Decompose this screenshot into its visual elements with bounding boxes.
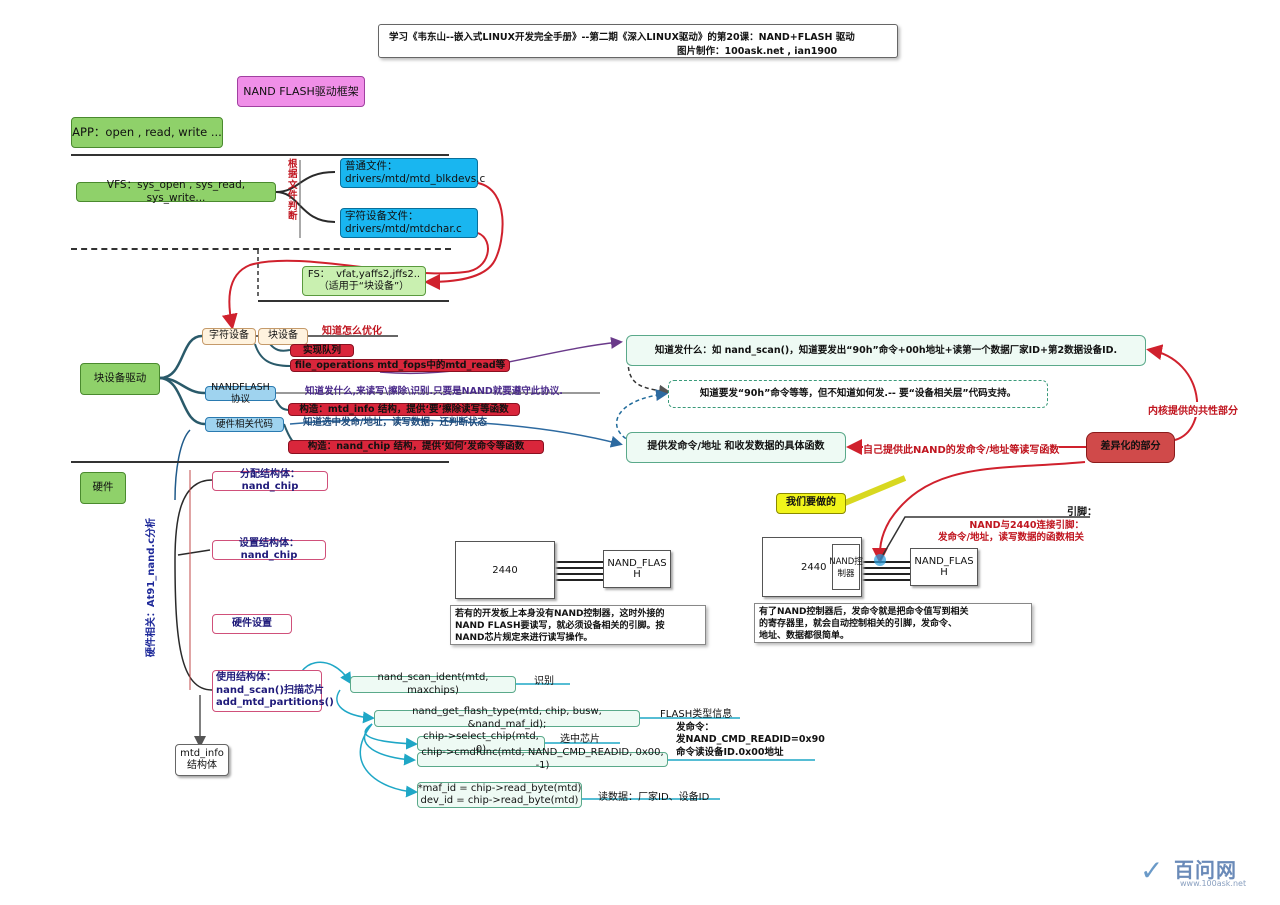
hw-code-node: 硬件相关代码 bbox=[205, 417, 284, 432]
hw-setup-node: 硬件设置 bbox=[212, 614, 292, 634]
at91-label: 硬件相关：At91_nand.c分析 bbox=[146, 517, 158, 658]
own-provide-label: 自己提供此NAND的发命令/地址等读写函数 bbox=[863, 441, 1060, 456]
cmd-label: 发命令： 发NAND_CMD_READID=0x90 命令读设备ID.0x00地… bbox=[676, 722, 825, 758]
know-optimize-label: 知道怎么优化 bbox=[322, 326, 382, 337]
vfs-node: VFS：sys_open , sys_read, sys_write... bbox=[76, 179, 276, 204]
divider-2 bbox=[71, 248, 451, 250]
header-credit: 图片制作：100ask.net , ian1900 bbox=[677, 46, 838, 57]
get-flash-type-node: nand_get_flash_type(mtd, chip, busw, &na… bbox=[374, 706, 640, 730]
header-title: 学习《韦东山--嵌入式LINUX开发完全手册》--第二期《深入LINUX驱动》的… bbox=[389, 32, 855, 43]
read-byte-node: *maf_id = chip->read_byte(mtd) dev_id = … bbox=[417, 782, 582, 808]
hardware-node: 硬件 bbox=[80, 472, 126, 504]
mtd-info-struct: mtd_info 结构体 bbox=[175, 744, 229, 776]
nand-chip-build-node: 构造：nand_chip 结构，提供‘如何’发命令等函数 bbox=[288, 440, 544, 454]
alloc-chip-node: 分配结构体：nand_chip bbox=[212, 469, 328, 492]
char-device-node: 字符设备 bbox=[202, 328, 256, 345]
nand-protocol-node: NANDFLASH 协议 bbox=[205, 382, 276, 405]
provide-func-node: 提供发命令/地址 和收发数据的具体函数 bbox=[626, 432, 846, 463]
pins-desc: NAND与2440连接引脚： 发命令/地址，读写数据的函数相关 bbox=[938, 520, 1084, 544]
divider-1 bbox=[71, 154, 449, 156]
watermark: ✓ 百问网 www.100ask.net bbox=[1140, 852, 1270, 892]
mtd-info-build-node: 构造：mtd_info 结构，提供‘要’擦除读写等函数 bbox=[288, 403, 520, 416]
right-note: 有了NAND控制器后，发命令就是把命令值写到相关 的寄存器里，就会自动控制相关的… bbox=[754, 603, 1032, 643]
nand-controller: NAND控 制器 bbox=[829, 544, 863, 590]
vfs-judge-label: 根据文件判断 bbox=[288, 159, 298, 223]
nand-protocol-desc: 知道发什么,来读写\擦除\识别.只要是NAND就要遵守此协议. bbox=[305, 386, 563, 397]
nand-flash-right: NAND_FLAS H bbox=[910, 548, 978, 586]
check-logo-icon: ✓ bbox=[1140, 854, 1164, 887]
ident-label: 识别 bbox=[534, 676, 554, 687]
char-file-node: 字符设备文件： drivers/mtd/mtdchar.c bbox=[340, 208, 478, 238]
use-chip-node: 使用结构体： nand_scan()扫描芯片 add_mtd_partition… bbox=[212, 670, 334, 712]
fs-node: FS： vfat,yaffs2,jffs2.. （适用于“块设备”） bbox=[302, 266, 426, 296]
watermark-url: www.100ask.net bbox=[1180, 879, 1247, 888]
cmdfunc-node: chip->cmdfunc(mtd, NAND_CMD_READID, 0x00… bbox=[417, 747, 668, 771]
select-chip-node: chip->select_chip(mtd, 0) bbox=[417, 731, 545, 755]
block-driver-node: 块设备驱动 bbox=[80, 363, 160, 395]
read-label: 读数据：厂家ID、设备ID bbox=[598, 792, 710, 803]
header-box: 学习《韦东山--嵌入式LINUX开发完全手册》--第二期《深入LINUX驱动》的… bbox=[378, 24, 898, 58]
pins-label: 引脚： bbox=[1067, 507, 1097, 518]
nand-flash-left: NAND_FLAS H bbox=[603, 550, 671, 588]
divider-3 bbox=[258, 300, 449, 302]
impl-queue-node: 实现队列 bbox=[290, 344, 354, 357]
normal-file-node: 普通文件： drivers/mtd/mtd_blkdevs.c bbox=[340, 158, 485, 188]
know-what-node: 知道发什么：如 nand_scan()，知道要发出“90h”命令+00h地址+读… bbox=[626, 335, 1146, 366]
block-device-node: 块设备 bbox=[258, 328, 308, 345]
app-node: APP：open , read, write ... bbox=[71, 117, 223, 148]
left-note: 若有的开发板上本身没有NAND控制器，这时外接的 NAND FLASH要读写，就… bbox=[450, 605, 706, 645]
hw-code-desc: 知道选中发命/地址，读写数据，还判断状态 bbox=[303, 417, 487, 428]
select-label: 选中芯片 bbox=[560, 734, 600, 745]
set-chip-node: 设置结构体：nand_chip bbox=[212, 538, 326, 561]
chip-2440-left: 2440 bbox=[455, 541, 555, 599]
diff-part-node: 差异化的部分 bbox=[1086, 432, 1175, 463]
flash-type-label: FLASH类型信息 bbox=[660, 709, 733, 720]
we-do-node: 我们要做的 bbox=[776, 493, 846, 514]
file-ops-node: file_operations mtd_fops中的mtd_read等 bbox=[290, 359, 510, 372]
scan-ident-node: nand_scan_ident(mtd, maxchips) bbox=[350, 672, 516, 696]
kernel-common-label: 内核提供的共性部分 bbox=[1148, 402, 1238, 417]
framework-title: NAND FLASH驱动框架 bbox=[237, 76, 365, 107]
watermark-brand: 百问网 bbox=[1174, 858, 1237, 882]
need-send-node: 知道要发“90h”命令等等，但不知道如何发.-- 要“设备相关层”代码支持。 bbox=[668, 380, 1048, 408]
divider-4 bbox=[71, 461, 449, 463]
